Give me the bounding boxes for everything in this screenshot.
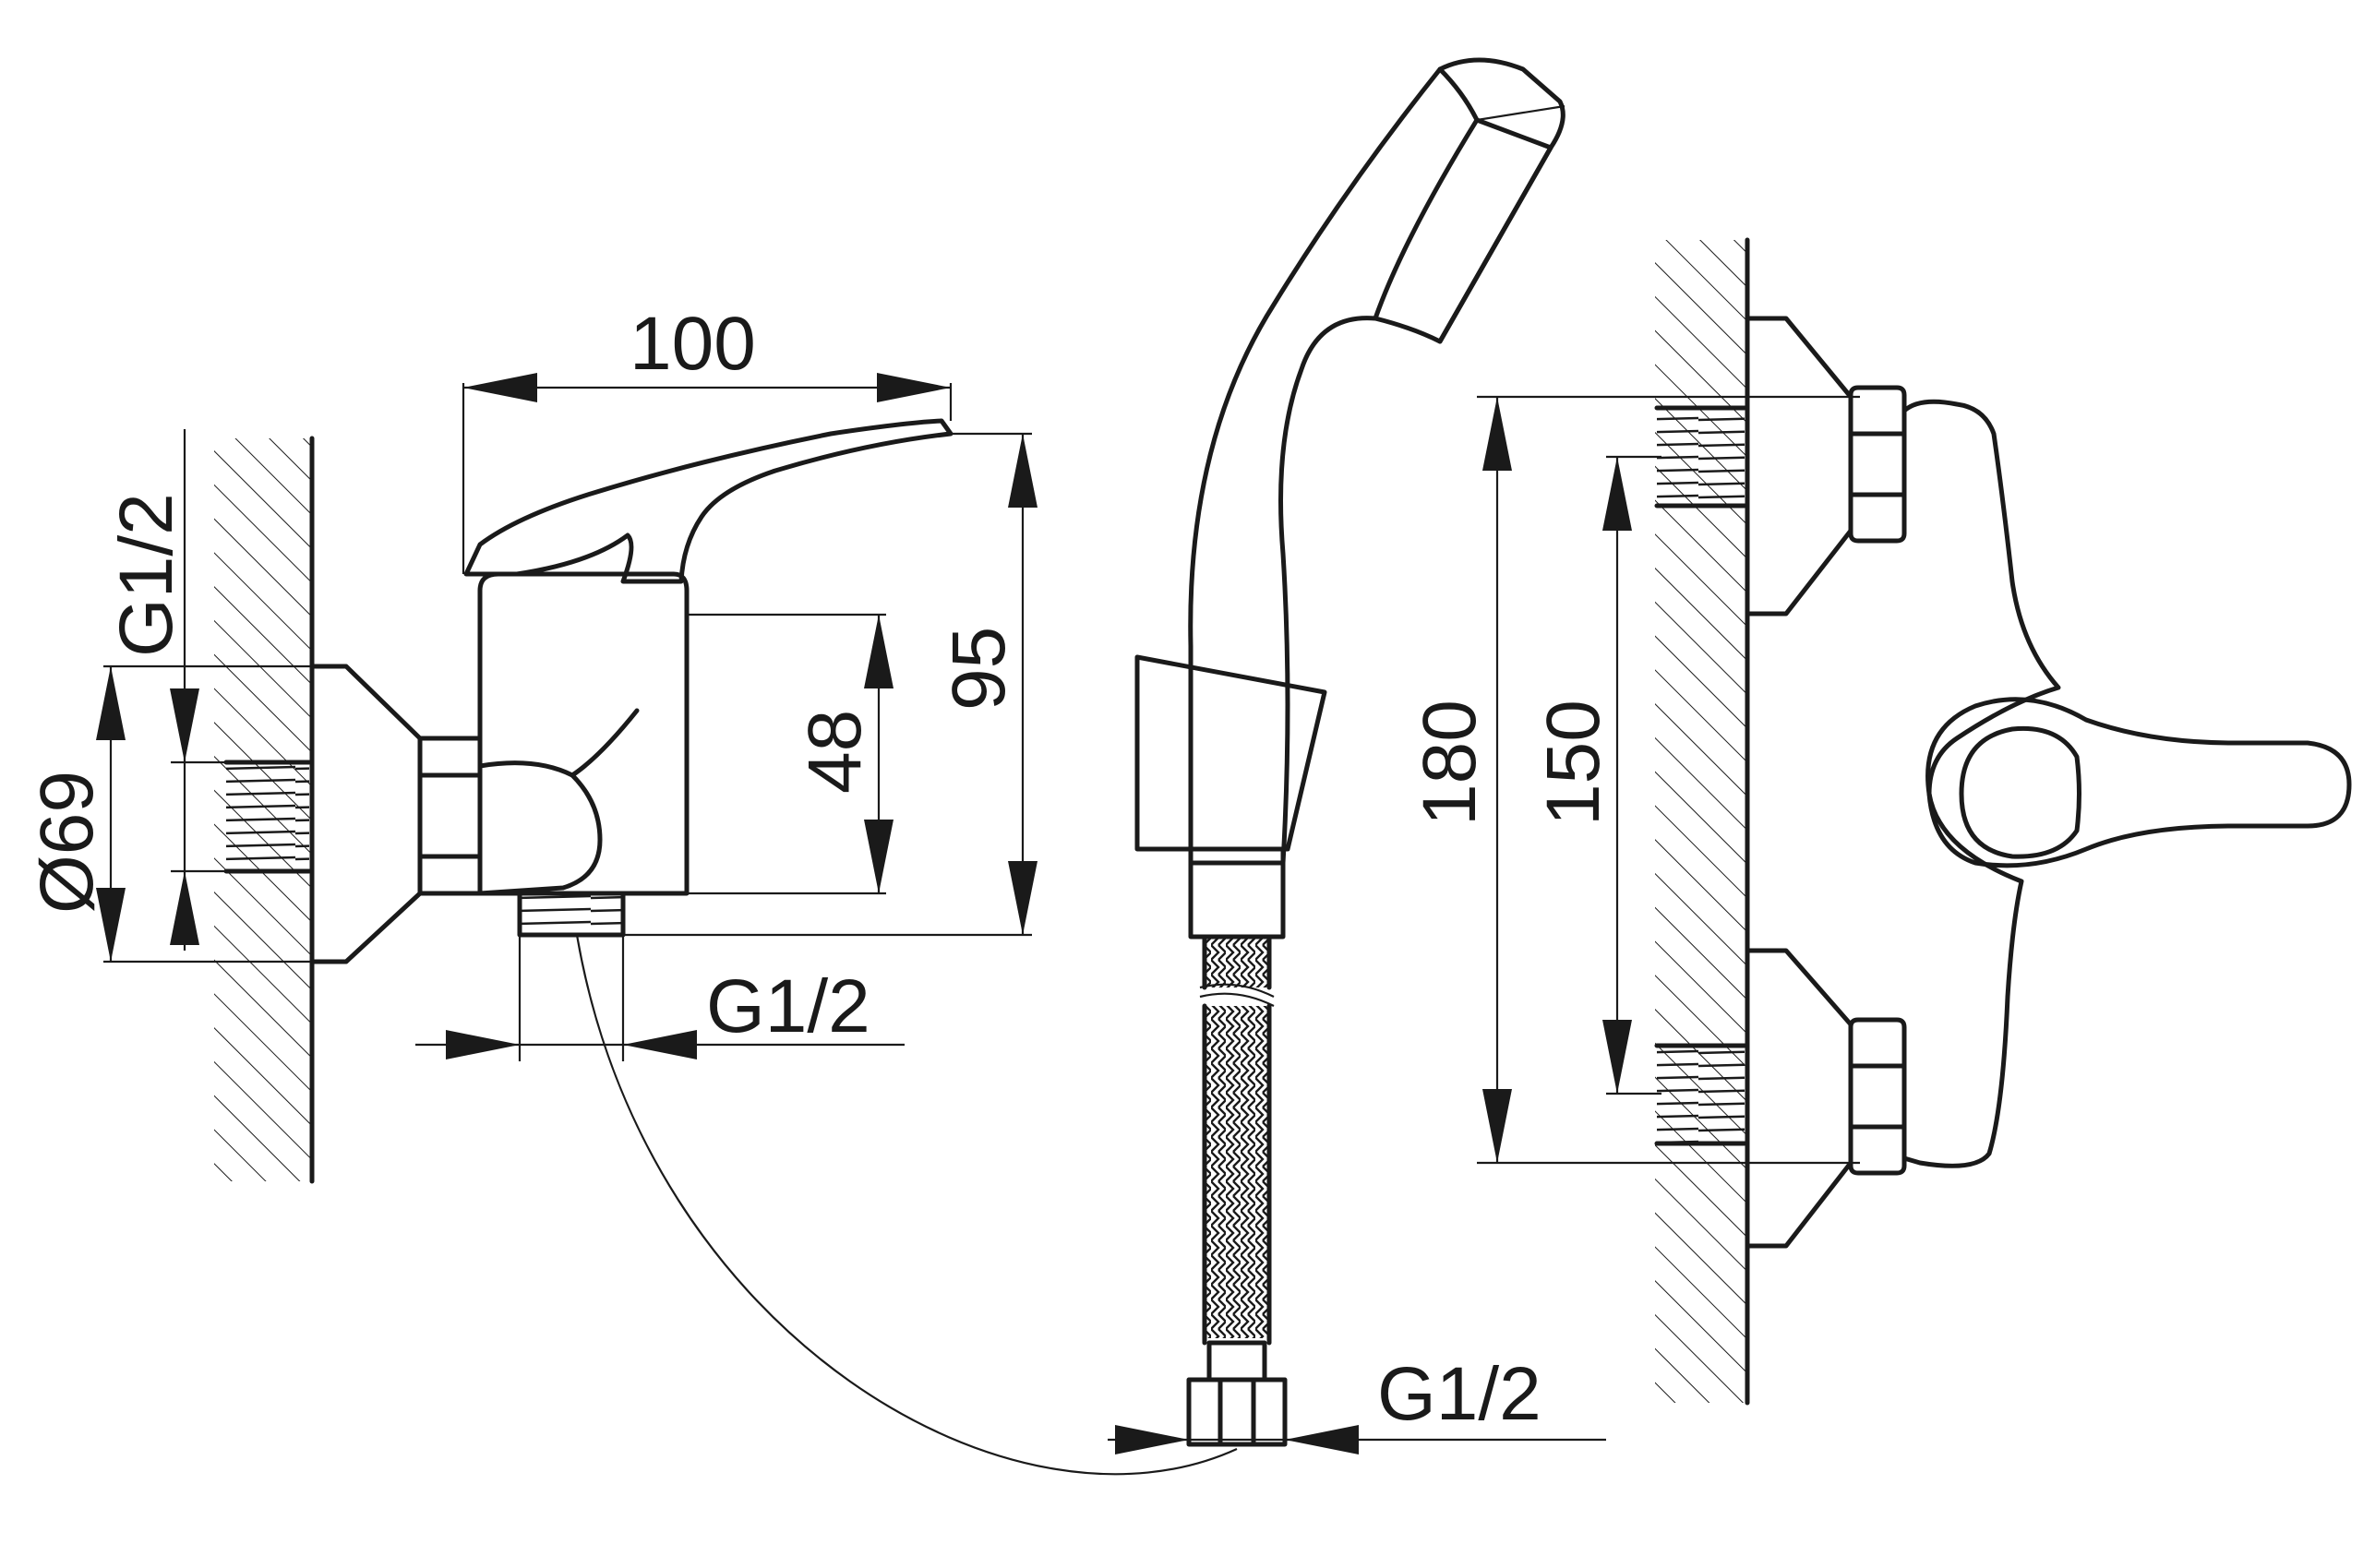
dim-100: 100 — [630, 302, 756, 386]
lever-handle — [463, 418, 954, 584]
lower-flange — [1745, 948, 1853, 1249]
upper-thread — [1657, 408, 1745, 506]
shower-holder — [1134, 654, 1327, 852]
side-view: 100 95 48 Ø69 G1/2 G1/2 — [25, 302, 1238, 1476]
dim-d69: Ø69 — [25, 771, 109, 914]
lever-front — [1925, 697, 2352, 868]
upper-nut — [1848, 385, 1907, 544]
lower-thread — [1657, 1046, 1745, 1143]
lower-nut — [1848, 1017, 1907, 1176]
mixer-body — [477, 571, 690, 896]
dim-g12-outlet: G1/2 — [706, 964, 870, 1048]
dim-48: 48 — [793, 710, 877, 794]
mixer-body-front — [1901, 399, 2061, 1168]
hand-shower: G1/2 — [1108, 57, 1606, 1454]
wall-flange — [309, 664, 423, 964]
dim-180: 180 — [1408, 700, 1492, 826]
hex-nut-side — [417, 736, 483, 896]
dim-95: 95 — [937, 627, 1021, 711]
dim-g12-wall: G1/2 — [104, 493, 188, 657]
wall-thread-side — [226, 762, 309, 871]
braided-hose-lower — [1205, 1006, 1269, 1338]
outlet-thread — [520, 893, 623, 935]
dim-150: 150 — [1531, 700, 1615, 826]
diverter-bulge — [477, 760, 603, 896]
front-view: 180 150 — [1408, 237, 2352, 1406]
upper-flange — [1745, 316, 1853, 616]
hose-curve — [575, 934, 1238, 1476]
braided-hose-upper — [1205, 937, 1269, 987]
dim-g12-hose: G1/2 — [1377, 1352, 1541, 1436]
hose-nut — [1186, 1340, 1288, 1447]
